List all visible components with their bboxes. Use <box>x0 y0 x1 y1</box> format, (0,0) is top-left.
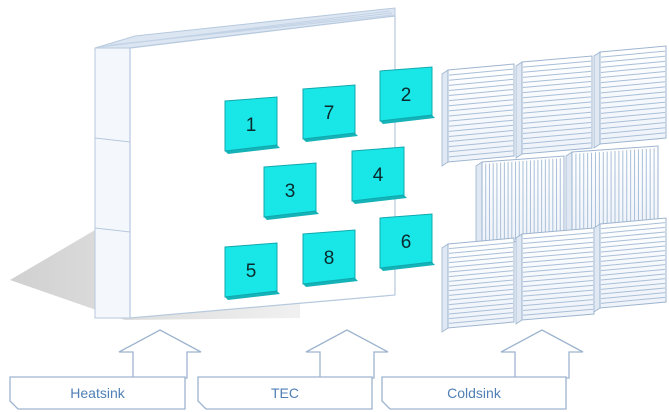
tec-number-label: 5 <box>246 261 257 282</box>
tec-module-6: 6 <box>379 213 435 271</box>
tec-module-7: 7 <box>302 84 358 142</box>
coldsink-label: Coldsink <box>447 385 501 401</box>
coldsink-label-box <box>381 376 567 410</box>
coldsink-fin-block <box>593 45 667 149</box>
tec-module-1: 1 <box>224 96 280 154</box>
tec-module-2: 2 <box>379 66 435 124</box>
coldsink-fin-block <box>441 237 515 333</box>
tec-module-8: 8 <box>302 229 358 287</box>
tec-number-label: 3 <box>285 181 296 202</box>
tec-number-label: 8 <box>324 248 335 269</box>
tec-number-label: 1 <box>246 115 257 136</box>
tec-modules: 1 7 2 3 4 5 8 6 <box>224 66 435 300</box>
tec-label: TEC <box>271 385 299 401</box>
tec-number-label: 2 <box>401 85 412 106</box>
heatsink-label-box <box>9 376 186 410</box>
coldsink-fin-block <box>515 55 593 159</box>
tec-number-label: 6 <box>401 232 412 253</box>
coldsink-fin-block <box>475 155 565 249</box>
heatsink-label: Heatsink <box>70 385 125 401</box>
tec-module-4: 4 <box>351 146 407 204</box>
up-arrow-icon <box>118 329 202 379</box>
tec-label-box <box>197 376 373 410</box>
coldsink-block <box>441 45 667 333</box>
tec-module-3: 3 <box>263 162 319 220</box>
coldsink-fin-block <box>565 145 659 239</box>
tec-number-label: 7 <box>324 103 335 124</box>
up-arrow-icon <box>305 329 389 379</box>
coldsink-fin-block <box>441 63 515 167</box>
up-arrow-icon <box>500 329 584 379</box>
coldsink-fin-block <box>593 217 667 313</box>
tec-number-label: 4 <box>373 165 384 186</box>
tec-module-5: 5 <box>224 242 280 300</box>
coldsink-fin-block <box>515 227 595 325</box>
